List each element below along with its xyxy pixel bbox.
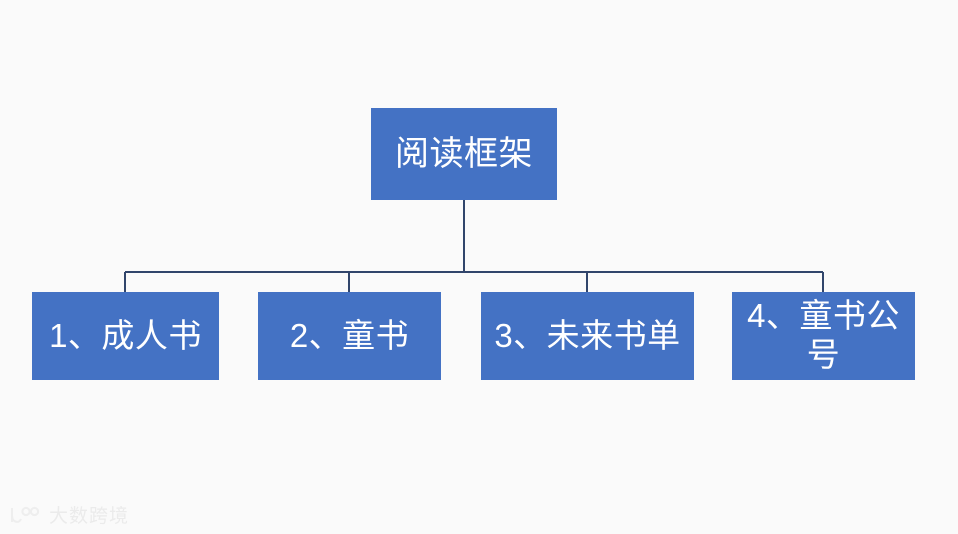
node-child-childrens-books[interactable]: 2、童书 [258, 292, 441, 380]
node-child-future-booklist[interactable]: 3、未来书单 [481, 292, 694, 380]
node-child-4-label: 4、童书公号 [747, 297, 900, 373]
node-child-3-label: 3、未来书单 [494, 316, 681, 354]
node-root-label: 阅读框架 [395, 134, 533, 173]
node-child-2-label: 2、童书 [289, 316, 410, 354]
node-root[interactable]: 阅读框架 [371, 108, 557, 200]
node-child-adult-books[interactable]: 1、成人书 [32, 292, 219, 380]
node-child-1-label: 1、成人书 [49, 316, 202, 354]
node-child-childrens-book-account[interactable]: 4、童书公号 [732, 292, 915, 380]
